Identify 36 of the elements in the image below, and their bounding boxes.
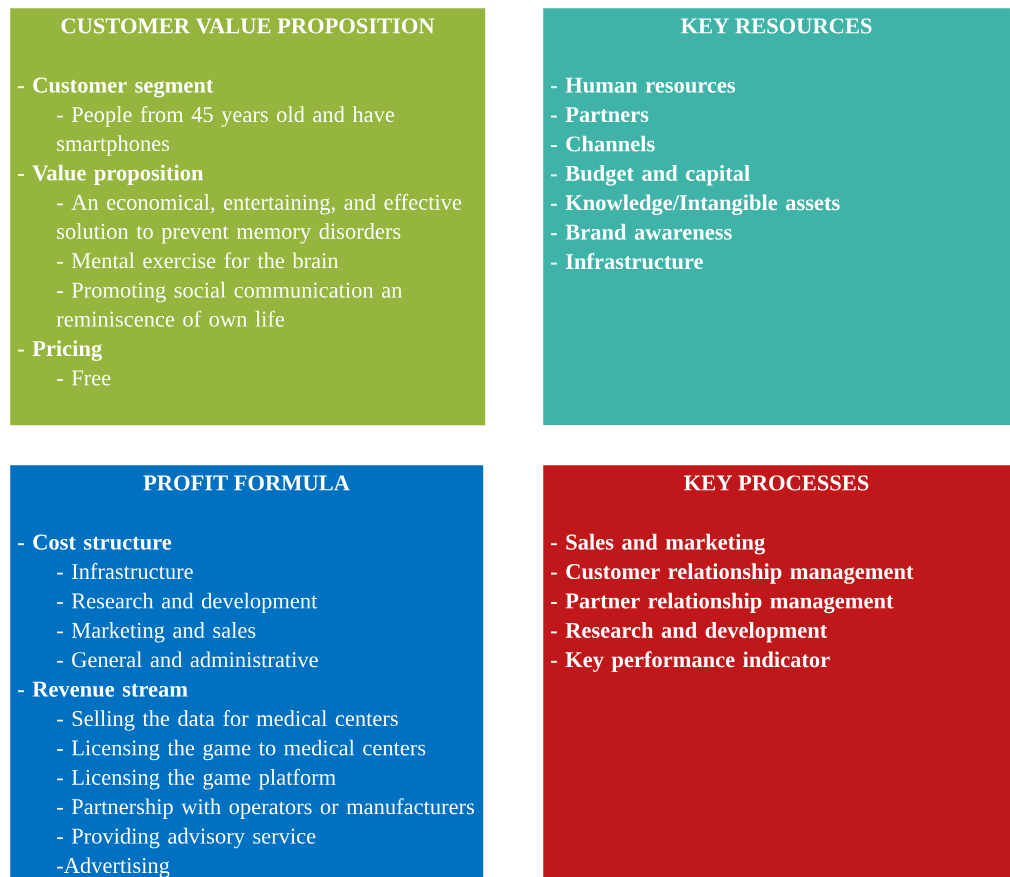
list-item: -Advertising xyxy=(57,857,170,877)
list-item: - Channels xyxy=(551,135,655,152)
panel-heading: KEY PROCESSES xyxy=(684,475,869,491)
panel-heading: PROFIT FORMULA xyxy=(143,475,350,491)
list-item: - Mental exercise for the brain xyxy=(57,252,339,269)
list-item: - People from 45 years old and have smartphones xyxy=(57,106,395,156)
list-heading: - Cost structure xyxy=(18,534,172,550)
list-item: - An economical, entertaining, and effective solution to prevent memory disorders xyxy=(57,193,462,244)
list-item: - Licensing the game platform xyxy=(57,768,336,790)
list-item: - Partners xyxy=(551,107,649,123)
list-item: - Promoting social communication an reminiscence of own life xyxy=(56,281,403,327)
list-item: - General and administrative xyxy=(57,651,318,668)
list-heading: - Revenue stream xyxy=(18,681,188,697)
list-item: - Licensing the game to medical centers xyxy=(57,739,426,761)
list-item: - Knowledge/Intangible assets xyxy=(551,194,840,216)
list-item: - Marketing and sales xyxy=(57,622,256,643)
list-item: - Partnership with operators or manufacturers xyxy=(57,798,475,819)
panel-heading: CUSTOMER VALUE PROPOSITION xyxy=(61,18,435,34)
list-item: - Providing advisory service xyxy=(57,827,316,849)
list-item: - Research and development xyxy=(57,592,318,614)
list-item: - Infrastructure xyxy=(551,253,703,270)
list-item: - Partner relationship management xyxy=(551,592,894,614)
list-item: - Selling the data for medical centers xyxy=(57,710,398,731)
list-heading: - Pricing xyxy=(18,340,102,361)
list-item: - Free xyxy=(57,370,111,386)
list-heading: - Customer segment xyxy=(18,77,214,98)
list-item: - Key performance indicator xyxy=(551,651,830,672)
list-item: - Sales and marketing xyxy=(551,533,765,555)
list-item: - Brand awareness xyxy=(551,223,732,240)
list-item: - Customer relationship management xyxy=(551,563,914,584)
panel-heading: KEY RESOURCES xyxy=(680,18,872,34)
list-item: - Infrastructure xyxy=(57,563,193,580)
list-item: - Research and development xyxy=(551,622,828,643)
list-item: - Human resources xyxy=(551,77,736,93)
list-item: - Budget and capital xyxy=(551,165,750,186)
list-heading: - Value proposition xyxy=(18,164,204,186)
